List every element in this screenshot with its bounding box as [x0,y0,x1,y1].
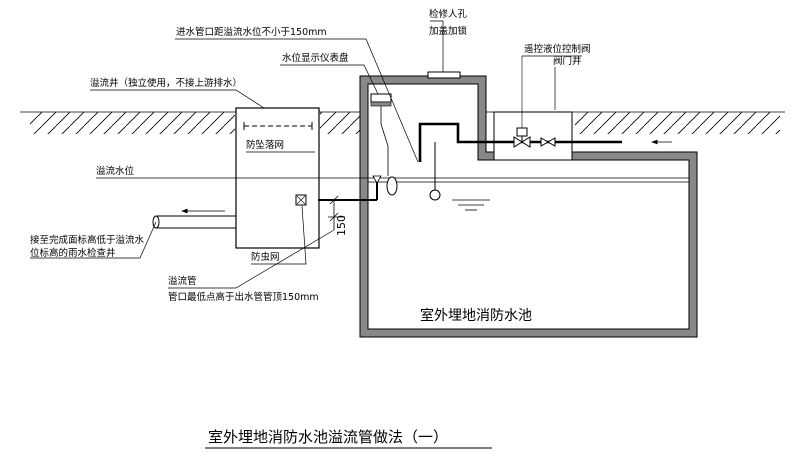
drain-pipe [152,208,236,229]
inlet-distance-label: 进水管口距溢流水位不小于150mm [176,26,327,38]
valve-well [493,111,573,161]
valve-well-label: 阀门井 [553,55,582,67]
leader-lines [30,20,582,289]
gate-valve [540,137,556,147]
float-valve [429,142,441,201]
dimension-150-text: 150 [335,215,348,236]
connect-label-1: 接至完成面标高低于溢流水 [30,234,145,246]
manhole-label-1: 检修人孔 [429,8,468,20]
manhole-label-2: 加盖加锁 [429,25,468,37]
anti-fall-net-label: 防坠落网 [246,139,284,151]
remote-valve-label: 遥控液位控制阀 [524,43,591,55]
connect-label-2: 位标高的雨水检查井 [30,247,116,259]
insect-net-label: 防虫网 [251,251,280,263]
overflow-level-label: 溢流水位 [96,165,135,177]
pool-label: 室外埋地消防水池 [420,307,532,324]
fire-water-pool [359,75,698,338]
remote-level-control-valve [513,56,531,148]
inlet-pipe [418,122,672,162]
dimension-150: 150 [328,195,348,236]
manhole-cover [427,71,461,79]
overflow-well-label: 溢流井（独立使用，不接上游排水） [90,77,242,89]
level-gauge-label: 水位显示仪表盘 [282,52,349,64]
drawing-title: 室外埋地消防水池溢流管做法（一） [208,428,448,446]
overflow-pipe [295,175,382,206]
overflow-pipe-label: 溢流管 [168,275,197,287]
pipe-note-label: 管口最低点高于出水管管顶150mm [168,291,319,303]
